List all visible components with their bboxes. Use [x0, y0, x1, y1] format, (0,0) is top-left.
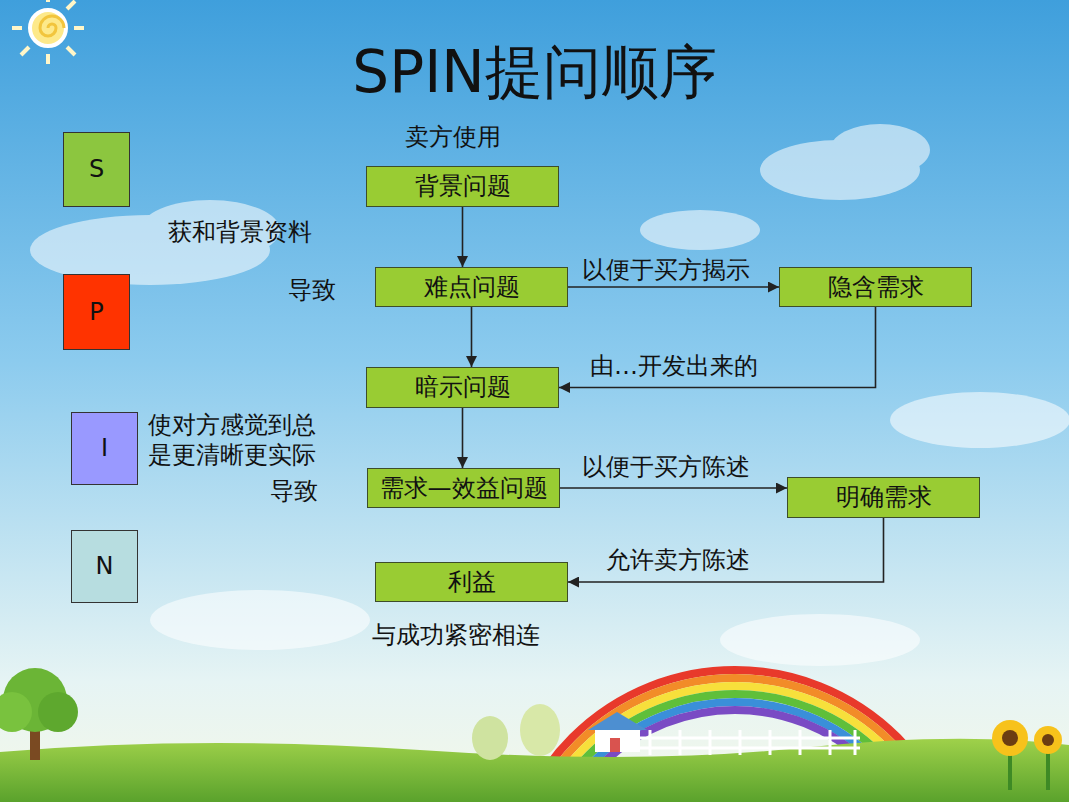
flow-arrow [560, 487, 787, 489]
stage-letter-box: S [63, 132, 130, 207]
note-label: 使对方感觉到总 是更清晰更实际 [148, 410, 338, 470]
slide-title: SPIN提问顺序 [0, 38, 1069, 108]
note-label: 导致 [270, 476, 318, 506]
note-label: 与成功紧密相连 [372, 620, 540, 650]
stage-letter-box: P [63, 274, 130, 350]
note-label: 卖方使用 [405, 122, 501, 152]
flow-arrow [462, 207, 464, 267]
flow-arrow [568, 286, 779, 288]
node-text: 难点问题 [424, 273, 520, 302]
need-box: 明确需求 [787, 477, 980, 518]
node-text: 明确需求 [836, 483, 932, 512]
process-box: 背景问题 [366, 166, 559, 207]
note-label: 获和背景资料 [168, 217, 312, 247]
stage-letter-box: N [71, 530, 138, 603]
flow-arrow [471, 307, 473, 367]
sunflowers [992, 720, 1062, 790]
node-text: N [96, 552, 114, 581]
node-text: S [89, 155, 104, 184]
process-box: 难点问题 [375, 267, 568, 307]
flow-arrow [568, 518, 884, 582]
process-box: 需求—效益问题 [367, 468, 560, 508]
tree [0, 668, 78, 760]
process-box: 暗示问题 [366, 367, 559, 408]
fence [640, 730, 860, 755]
sun-icon [12, 0, 84, 64]
node-text: P [89, 298, 103, 327]
flow-arrow [462, 408, 464, 468]
edge-label: 允许卖方陈述 [606, 545, 750, 575]
node-text: 需求—效益问题 [380, 474, 548, 503]
need-box: 隐含需求 [779, 267, 972, 307]
node-text: 暗示问题 [415, 373, 511, 402]
edge-label: 由…开发出来的 [590, 351, 758, 381]
edge-label: 以便于买方陈述 [582, 452, 750, 482]
bushes [472, 704, 560, 760]
clouds [30, 124, 1069, 666]
flow-arrow [559, 307, 876, 388]
node-text: I [101, 434, 108, 463]
node-text: 背景问题 [415, 172, 511, 201]
edge-label: 以便于买方揭示 [582, 255, 750, 285]
stage-letter-box: I [71, 412, 138, 485]
node-text: 利益 [448, 568, 496, 597]
house [588, 712, 647, 752]
node-text: 隐含需求 [828, 273, 924, 302]
result-box: 利益 [375, 562, 568, 602]
note-label: 导致 [288, 275, 336, 305]
